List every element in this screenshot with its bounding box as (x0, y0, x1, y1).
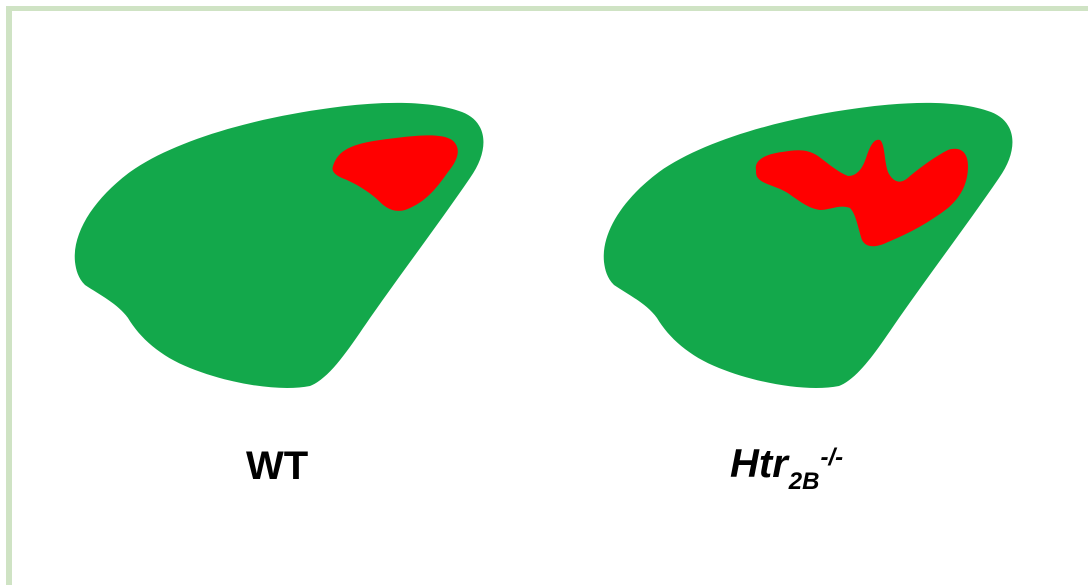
label-htr2b-knockout: Htr2B-/- (730, 444, 843, 484)
panel-wt (75, 103, 484, 388)
label-htr-main: Htr (730, 442, 788, 486)
panel-htr2b-ko (604, 103, 1013, 388)
label-htr-superscript: -/- (820, 444, 843, 471)
brain-section-ko (604, 103, 1013, 388)
label-wt: WT (246, 446, 308, 486)
label-htr-subscript: 2B (789, 468, 820, 495)
